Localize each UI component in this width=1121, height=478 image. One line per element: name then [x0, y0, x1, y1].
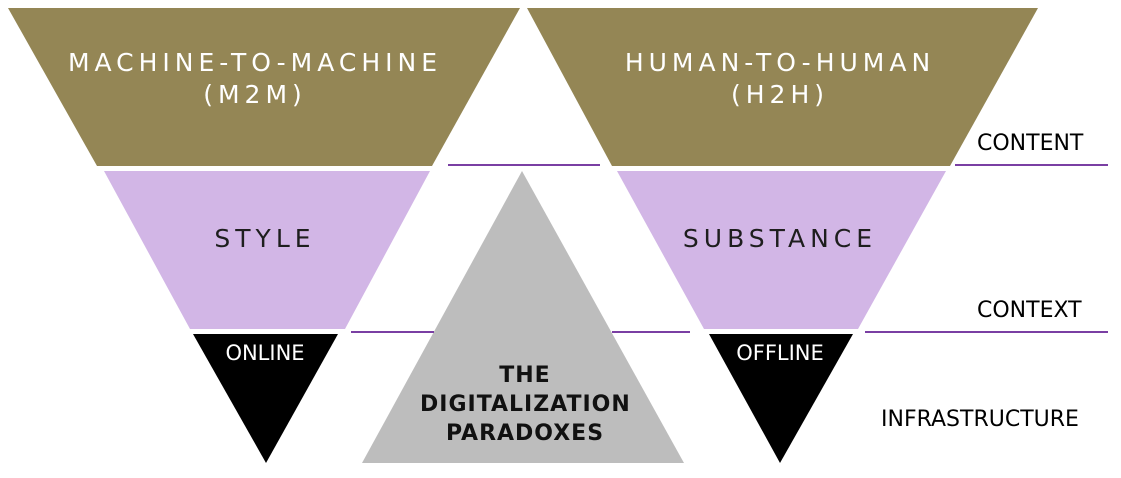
paradox-triangle	[362, 171, 684, 463]
context-layer-label: CONTEXT	[977, 298, 1082, 323]
h2h-content-tier	[527, 8, 1038, 166]
m2m-content-tier	[8, 8, 520, 166]
online-infrastructure-tier	[193, 334, 338, 463]
m2m-label: MACHINE-TO-MACHINE (M2M)	[40, 47, 470, 111]
substance-label: SUBSTANCE	[682, 224, 878, 253]
m2m-title: MACHINE-TO-MACHINE	[67, 48, 443, 77]
paradox-line-3: PARADOXES	[445, 421, 605, 446]
offline-infrastructure-tier	[709, 334, 853, 463]
substance-context-tier	[617, 171, 946, 329]
h2h-title: HUMAN-TO-HUMAN	[624, 48, 936, 77]
online-label: ONLINE	[225, 341, 305, 365]
h2h-abbrev: (H2H)	[730, 80, 829, 109]
offline-label: OFFLINE	[736, 341, 824, 365]
paradox-line-1: THE	[499, 363, 551, 388]
m2m-abbrev: (M2M)	[203, 80, 307, 109]
style-label: STYLE	[214, 224, 316, 253]
style-context-tier	[104, 171, 430, 329]
h2h-label: HUMAN-TO-HUMAN (H2H)	[560, 47, 1000, 111]
content-layer-label: CONTENT	[977, 131, 1084, 156]
infrastructure-layer-label: INFRASTRUCTURE	[881, 407, 1079, 432]
paradox-title: THE DIGITALIZATION PARADOXES	[420, 361, 630, 448]
paradox-line-2: DIGITALIZATION	[420, 392, 631, 417]
